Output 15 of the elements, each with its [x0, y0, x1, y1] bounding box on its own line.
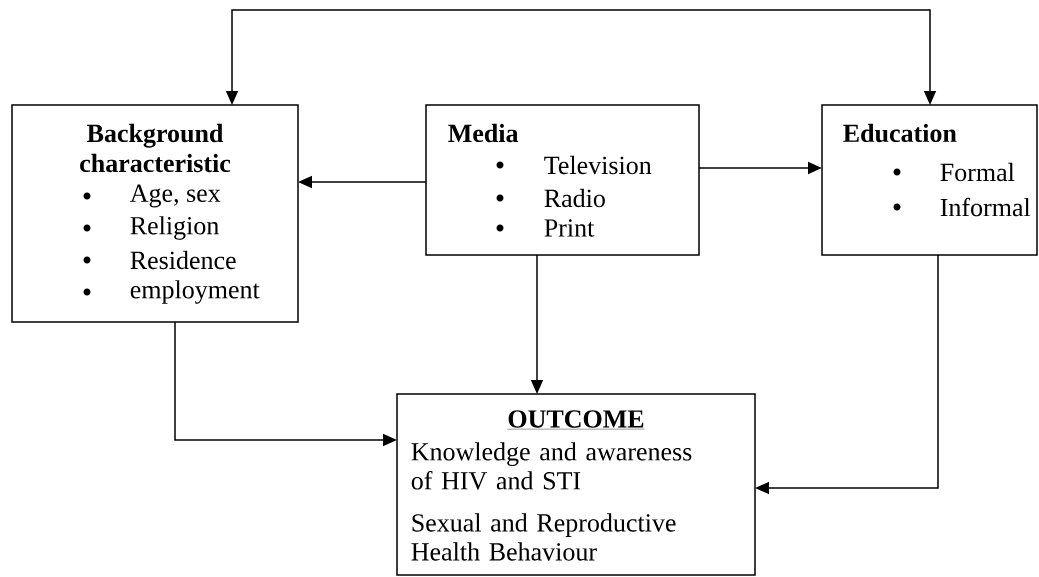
heading: OUTCOME — [507, 410, 645, 430]
list-item: employment — [130, 280, 260, 304]
paragraph: Sexual and Reproductive Health Behaviour — [411, 513, 676, 561]
heading: Background characteristic — [80, 123, 231, 173]
list-item: Religion — [130, 216, 219, 240]
list-item: Age, sex — [130, 184, 221, 208]
heading: Education — [843, 123, 957, 143]
list-item: Radio — [544, 188, 605, 208]
list-item: Residence — [130, 250, 236, 270]
list-item: Informal — [940, 197, 1031, 217]
list-item: Print — [544, 219, 595, 237]
list-item: Television — [544, 155, 652, 175]
paragraph: Knowledge and awareness of HIV and STI — [411, 442, 692, 490]
heading: Media — [448, 123, 519, 143]
list-item: Formal — [940, 162, 1015, 182]
